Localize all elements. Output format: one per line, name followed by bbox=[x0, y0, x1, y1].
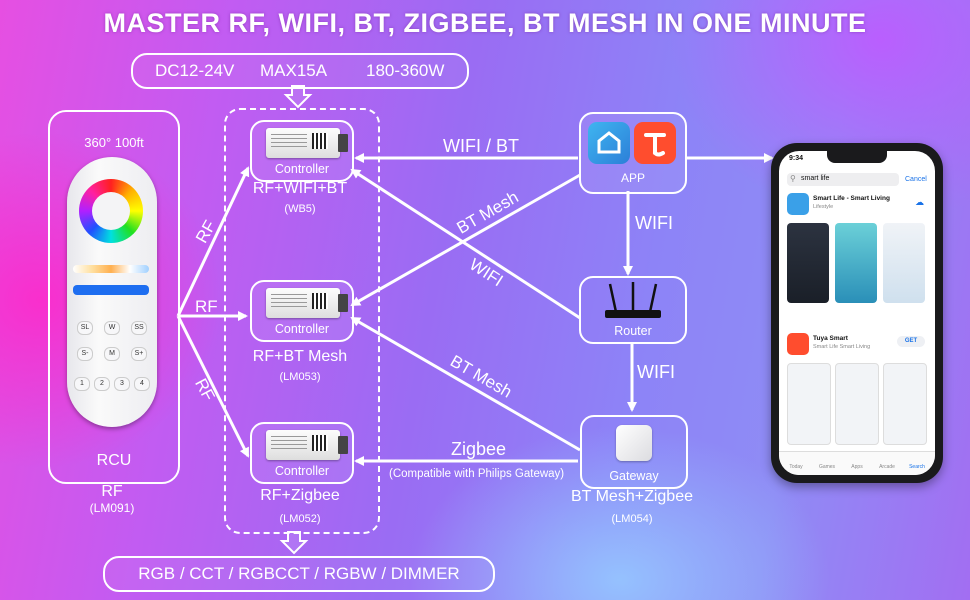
app-label: APP bbox=[620, 171, 645, 185]
controller-group bbox=[224, 108, 380, 534]
bt-mesh-line-1 bbox=[350, 173, 581, 307]
controller-model-wb5: (WB5) bbox=[284, 203, 316, 215]
tab-arcade[interactable]: Arcade bbox=[879, 464, 895, 470]
link-label-zigbee: Zigbee bbox=[451, 439, 507, 459]
brightness-slider bbox=[73, 285, 149, 295]
gateway-box: Gateway bbox=[580, 415, 688, 489]
link-label-rf-mid: RF bbox=[195, 297, 218, 316]
remote-button-ss: SS bbox=[131, 321, 147, 335]
controller-box-label: Controller bbox=[274, 162, 330, 176]
color-wheel-icon bbox=[79, 179, 143, 243]
remote-button-w: W bbox=[104, 321, 120, 335]
app-box: APP bbox=[579, 112, 687, 194]
specs-pill: DC12-24V MAX15A 180-360W bbox=[131, 53, 469, 89]
controller-box-lm053: Controller bbox=[250, 280, 354, 342]
smart-life-app-icon bbox=[588, 122, 630, 164]
gateway-name: BT Mesh+Zigbee bbox=[571, 488, 693, 505]
gateway-model: (LM054) bbox=[611, 513, 653, 525]
rf-line-bottom bbox=[176, 315, 250, 458]
bt-mesh-line-2 bbox=[350, 316, 581, 452]
gateway-box-label: Gateway bbox=[609, 469, 659, 483]
controller-box-lm052: Controller bbox=[250, 422, 354, 484]
tuya-app-icon bbox=[634, 122, 676, 164]
app1-sub: Lifestyle bbox=[813, 204, 834, 210]
cancel-button[interactable]: Cancel bbox=[905, 176, 927, 183]
controller-box-label: Controller bbox=[274, 322, 330, 336]
rcu-model: (LM091) bbox=[89, 501, 135, 515]
get-button[interactable]: GET bbox=[897, 336, 925, 347]
gateway-device-image bbox=[616, 425, 652, 461]
app-store-search-field[interactable]: ⚲ smart life bbox=[787, 173, 899, 186]
search-query: smart life bbox=[801, 175, 830, 182]
router-icon bbox=[605, 282, 661, 318]
remote-button-zone-2: 2 bbox=[94, 377, 110, 391]
page-title: MASTER RF, WIFI, BT, ZIGBEE, BT MESH IN … bbox=[103, 8, 867, 38]
down-arrow-top-icon bbox=[283, 85, 313, 109]
tab-games[interactable]: Games bbox=[818, 464, 836, 470]
remote-button-m: M bbox=[104, 347, 120, 361]
screenshot-5 bbox=[835, 363, 879, 445]
controller-model-lm053: (LM053) bbox=[279, 371, 321, 383]
router-label: Router bbox=[614, 324, 652, 338]
controller-device-image bbox=[266, 128, 348, 158]
remote-button-zone-1: 1 bbox=[74, 377, 90, 391]
link-label-wifi-app-router: WIFI bbox=[635, 213, 673, 233]
download-cloud-icon[interactable]: ☁ bbox=[915, 197, 924, 207]
rcu-panel: 360° 100ft RCU bbox=[48, 110, 180, 484]
app2-name: Tuya Smart bbox=[813, 335, 848, 342]
link-label-wifi-bt: WIFI / BT bbox=[443, 136, 519, 156]
wifi-router-controller-line bbox=[350, 168, 581, 320]
spec-current: MAX15A bbox=[260, 61, 328, 80]
rgb-remote-control: SL W SS S- M S+ 1 2 3 4 bbox=[67, 157, 157, 427]
app-store-tab-bar: Today Games Apps Arcade Search bbox=[779, 451, 935, 475]
output-modes-pill: RGB / CCT / RGBCCT / RGBW / DIMMER bbox=[103, 556, 495, 592]
smart-life-app-icon bbox=[787, 193, 809, 215]
remote-button-s-plus: S+ bbox=[131, 347, 147, 361]
tab-apps[interactable]: Apps bbox=[851, 464, 863, 470]
spec-power: 180-360W bbox=[366, 61, 445, 80]
rf-line-top bbox=[176, 166, 250, 317]
tab-search[interactable]: Search bbox=[909, 464, 925, 470]
controller-device-image bbox=[266, 288, 348, 318]
controller-device-image bbox=[266, 430, 348, 460]
remote-button-sl: SL bbox=[77, 321, 93, 335]
output-modes-text: RGB / CCT / RGBCCT / RGBW / DIMMER bbox=[138, 564, 460, 583]
screenshot-3 bbox=[883, 223, 925, 303]
remote-button-zone-3: 3 bbox=[114, 377, 130, 391]
rcu-label: RCU bbox=[96, 452, 132, 469]
screenshot-2 bbox=[835, 223, 877, 303]
screenshot-1 bbox=[787, 223, 829, 303]
screenshot-4 bbox=[787, 363, 831, 445]
controller-name-wb5: RF+WIFI+BT bbox=[252, 180, 348, 197]
rcu-range: 360° 100ft bbox=[84, 135, 144, 150]
spec-voltage: DC12-24V bbox=[155, 61, 235, 80]
down-arrow-bottom-icon bbox=[279, 531, 309, 555]
search-icon: ⚲ bbox=[790, 174, 796, 183]
app1-name: Smart Life - Smart Living bbox=[813, 195, 890, 202]
link-label-zigbee-note: (Compatible with Philips Gateway) bbox=[389, 468, 565, 480]
remote-button-zone-4: 4 bbox=[134, 377, 150, 391]
controller-box-label: Controller bbox=[274, 464, 330, 478]
app-store-screen: 9:34 ⚲ smart life Cancel Smart Life - Sm… bbox=[779, 151, 935, 475]
cct-slider bbox=[73, 265, 149, 273]
controller-model-lm052: (LM052) bbox=[279, 513, 321, 525]
smartphone: 9:34 ⚲ smart life Cancel Smart Life - Sm… bbox=[771, 143, 943, 483]
link-label-wifi-router-gateway: WIFI bbox=[637, 362, 675, 382]
remote-button-s-minus: S- bbox=[77, 347, 93, 361]
router-box: Router bbox=[579, 276, 687, 344]
controller-name-lm052: RF+Zigbee bbox=[260, 487, 340, 504]
app2-sub: Smart Life Smart Living bbox=[813, 344, 871, 350]
tab-today[interactable]: Today bbox=[789, 464, 803, 470]
rcu-type: RF bbox=[101, 483, 123, 500]
controller-name-lm053: RF+BT Mesh bbox=[252, 348, 348, 365]
screenshot-6 bbox=[883, 363, 927, 445]
tuya-app-icon bbox=[787, 333, 809, 355]
controller-box-wb5: Controller bbox=[250, 120, 354, 182]
phone-time: 9:34 bbox=[789, 155, 804, 162]
